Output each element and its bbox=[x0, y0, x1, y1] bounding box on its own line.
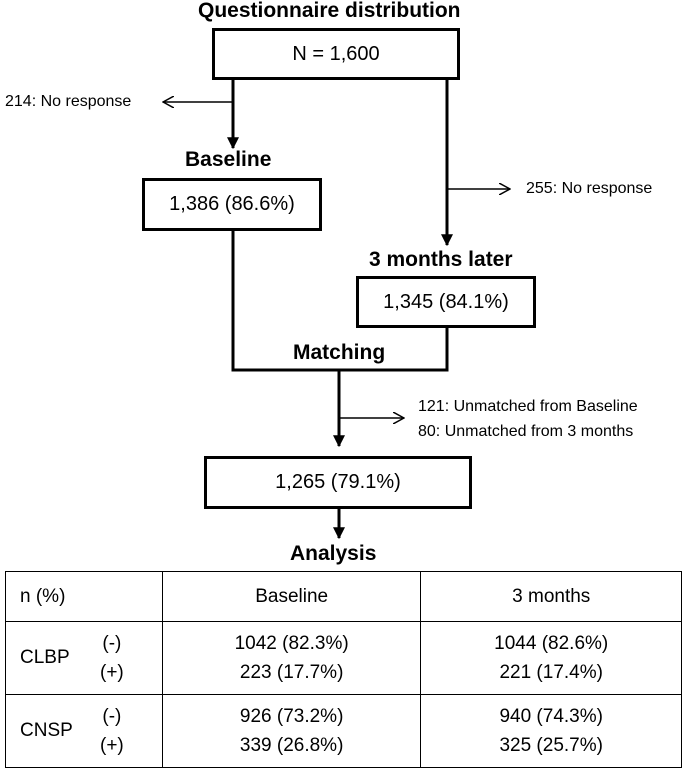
sign-negative: (-) bbox=[102, 706, 122, 727]
unmatched-3months-note: 80: Unmatched from 3 months bbox=[418, 423, 634, 440]
cnsp-3months-cell: 940 (74.3%) 325 (25.7%) bbox=[420, 694, 682, 768]
row-label-clbp: CLBP bbox=[20, 647, 70, 668]
clbp-baseline-positive: 223 (17.7%) bbox=[239, 662, 344, 683]
table-row-cnsp: CNSP (-) (+) 926 (73.2%) 339 (26.8%) 940 (… bbox=[5, 694, 682, 768]
title-questionnaire-distribution: Questionnaire distribution bbox=[198, 0, 461, 22]
row-label-cnsp: CNSP bbox=[20, 720, 73, 741]
row-label-cell: CLBP (-) (+) bbox=[5, 621, 163, 695]
sign-labels: (-) (+) bbox=[100, 702, 124, 760]
clbp-3months-positive: 221 (17.4%) bbox=[499, 662, 603, 683]
baseline-box: 1,386 (86.6%) bbox=[142, 178, 322, 231]
followup-title: 3 months later bbox=[369, 248, 513, 271]
header-3-months: 3 months bbox=[420, 571, 682, 622]
matched-box: 1,265 (79.1%) bbox=[204, 456, 472, 509]
unmatched-baseline-note: 121: Unmatched from Baseline bbox=[418, 398, 638, 415]
flow-connectors bbox=[0, 78, 685, 540]
clbp-3months-cell: 1044 (82.6%) 221 (17.4%) bbox=[420, 621, 682, 695]
analysis-title: Analysis bbox=[290, 542, 377, 565]
clbp-3months-negative: 1044 (82.6%) bbox=[494, 633, 609, 654]
row-label-cell: CNSP (-) (+) bbox=[5, 694, 163, 768]
header-baseline: Baseline bbox=[161, 571, 422, 622]
baseline-title: Baseline bbox=[185, 148, 272, 171]
sign-positive: (+) bbox=[100, 735, 124, 756]
followup-box: 1,345 (84.1%) bbox=[356, 276, 536, 328]
sign-labels: (-) (+) bbox=[100, 629, 124, 687]
cnsp-baseline-negative: 926 (73.2%) bbox=[239, 706, 344, 727]
cnsp-3months-positive: 325 (25.7%) bbox=[499, 735, 603, 756]
table-header-row: n (%) Baseline 3 months bbox=[5, 571, 682, 622]
sign-negative: (-) bbox=[102, 633, 122, 654]
sign-positive: (+) bbox=[100, 662, 124, 683]
clbp-baseline-negative: 1042 (82.3%) bbox=[234, 633, 349, 654]
cnsp-3months-negative: 940 (74.3%) bbox=[499, 706, 603, 727]
total-box: N = 1,600 bbox=[212, 28, 460, 80]
header-n-percent: n (%) bbox=[5, 571, 163, 622]
no-response-baseline-note: 214: No response bbox=[5, 93, 132, 110]
clbp-baseline-cell: 1042 (82.3%) 223 (17.7%) bbox=[161, 621, 422, 695]
matching-title: Matching bbox=[293, 341, 386, 364]
no-response-followup-note: 255: No response bbox=[526, 180, 653, 197]
cnsp-baseline-positive: 339 (26.8%) bbox=[239, 735, 344, 756]
results-table: n (%) Baseline 3 months CLBP (-) (+) 1042 … bbox=[5, 571, 682, 768]
cnsp-baseline-cell: 926 (73.2%) 339 (26.8%) bbox=[161, 694, 422, 768]
table-row-clbp: CLBP (-) (+) 1042 (82.3%) 223 (17.7%) 1044… bbox=[5, 621, 682, 695]
